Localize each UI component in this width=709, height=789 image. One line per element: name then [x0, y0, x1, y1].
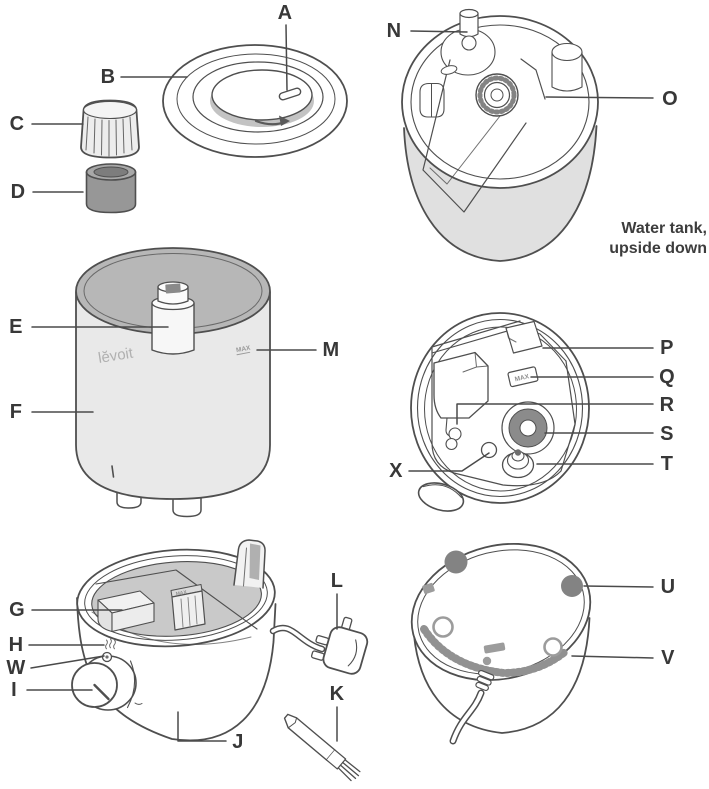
leader-lines [26, 24, 654, 742]
float-in-base [97, 590, 155, 633]
label-i: I [11, 679, 17, 701]
rubber-foot [561, 575, 583, 597]
figure-lid [162, 44, 348, 158]
water-level-grille: MAX [170, 584, 206, 631]
label-r: R [659, 394, 675, 416]
label-l: L [330, 570, 344, 592]
cord-strain-relief [475, 669, 495, 692]
label-n: N [386, 20, 402, 42]
power-plug [310, 616, 369, 675]
carry-handle [233, 539, 266, 589]
label-d: D [10, 181, 26, 203]
max-tab: MAX [507, 366, 539, 388]
label-w: W [6, 657, 26, 679]
label-x: X [389, 460, 403, 482]
label-v: V [661, 647, 675, 669]
label-j: J [232, 731, 244, 753]
label-p: P [660, 337, 674, 359]
label-e: E [9, 316, 23, 338]
figure-base-top: MAX [410, 312, 590, 512]
label-t: T [660, 453, 674, 475]
lock-arrow-icon [279, 115, 290, 126]
mist-icon [105, 638, 116, 650]
air-vents [420, 625, 570, 677]
water-tank-note: Water tank, upside down [609, 219, 707, 258]
control-knob [71, 655, 143, 711]
label-k: K [329, 683, 345, 705]
label-m: M [322, 339, 340, 361]
drain-hole [480, 441, 498, 459]
rubber-foot [444, 550, 468, 574]
figure-water-tank: lĕvoit MAX [75, 247, 271, 518]
figure-cleaning-brush [283, 713, 361, 782]
svg-text:MAX: MAX [514, 373, 530, 383]
label-a: A [277, 2, 293, 24]
max-marking: MAX [236, 345, 252, 356]
label-s: S [660, 423, 674, 445]
label-q: Q [659, 366, 675, 388]
label-o: O [662, 88, 678, 110]
figure-base-bottom [410, 542, 592, 745]
svg-text:MAX: MAX [236, 345, 252, 355]
float-top-view [433, 351, 489, 419]
label-u: U [660, 576, 676, 598]
svg-text:MAX: MAX [175, 589, 188, 597]
levoit-logo: lĕvoit [97, 345, 135, 367]
label-g: G [9, 599, 25, 621]
mist-outlet [278, 87, 302, 101]
figure-water-tank-upside-down [401, 8, 599, 262]
label-c: C [9, 113, 25, 135]
figure-tank-cap [80, 99, 140, 159]
water-tank-note-line2: upside down [609, 239, 707, 257]
tank-chimney [151, 302, 195, 355]
label-h: H [8, 634, 24, 656]
figure-absorption-pad [85, 163, 137, 214]
base-spout [417, 482, 465, 512]
water-tank-note-line1: Water tank, [621, 220, 707, 237]
label-f: F [9, 401, 23, 423]
figure-base-unit: MAX [71, 539, 369, 742]
label-b: B [100, 66, 116, 88]
